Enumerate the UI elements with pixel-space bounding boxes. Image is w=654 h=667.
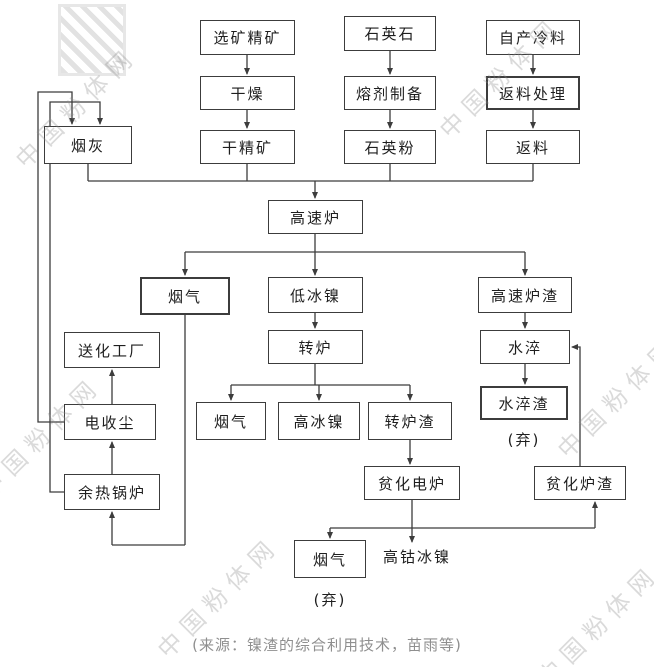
connector bbox=[49, 101, 103, 493]
source-caption: (来源：镍渣的综合利用技术，苗雨等) bbox=[192, 636, 462, 654]
node-electrostatic-precipitator: 电收尘 bbox=[64, 404, 156, 440]
node-flux-preparation: 熔剂制备 bbox=[344, 76, 436, 110]
node-quartz-stone: 石英石 bbox=[344, 16, 436, 51]
node-dry-concentrate: 干精矿 bbox=[200, 130, 295, 164]
node-high-speed-furnace: 高速炉 bbox=[268, 200, 363, 234]
label-discard-2: (弃) bbox=[313, 590, 347, 609]
node-return-material: 返料 bbox=[486, 130, 580, 164]
node-flue-gas-2: 烟气 bbox=[196, 402, 266, 440]
node-to-chemical-plant: 送化工厂 bbox=[64, 332, 160, 368]
node-converter-slag: 转炉渣 bbox=[368, 402, 452, 440]
node-drying: 干燥 bbox=[200, 76, 295, 110]
connector bbox=[37, 91, 75, 423]
node-low-nickel-matte: 低冰镍 bbox=[268, 277, 363, 313]
node-self-produced-cold-material: 自产冷料 bbox=[486, 20, 580, 55]
node-flue-gas-1: 烟气 bbox=[140, 277, 230, 315]
node-waste-heat-boiler: 余热锅炉 bbox=[64, 474, 160, 510]
node-depleted-furnace-slag: 贫化炉渣 bbox=[534, 466, 626, 500]
node-smoke-dust: 烟灰 bbox=[44, 126, 132, 164]
connector bbox=[571, 344, 581, 466]
node-water-quench-slag: 水淬渣 bbox=[480, 386, 568, 420]
node-return-material-processing: 返料处理 bbox=[486, 76, 580, 110]
node-flue-gas-3: 烟气 bbox=[294, 540, 366, 578]
node-water-quench: 水淬 bbox=[480, 330, 570, 364]
node-ore-concentrate: 选矿精矿 bbox=[200, 20, 295, 55]
label-high-cobalt-nickel-matte: 高钴冰镍 bbox=[382, 547, 451, 566]
node-depletion-electric-furnace: 贫化电炉 bbox=[364, 466, 460, 500]
node-converter: 转炉 bbox=[268, 330, 363, 364]
node-quartz-powder: 石英粉 bbox=[344, 130, 436, 164]
node-high-speed-furnace-slag: 高速炉渣 bbox=[478, 277, 572, 313]
node-high-nickel-matte: 高冰镍 bbox=[278, 402, 360, 440]
label-discard-1: (弃) bbox=[507, 430, 541, 449]
